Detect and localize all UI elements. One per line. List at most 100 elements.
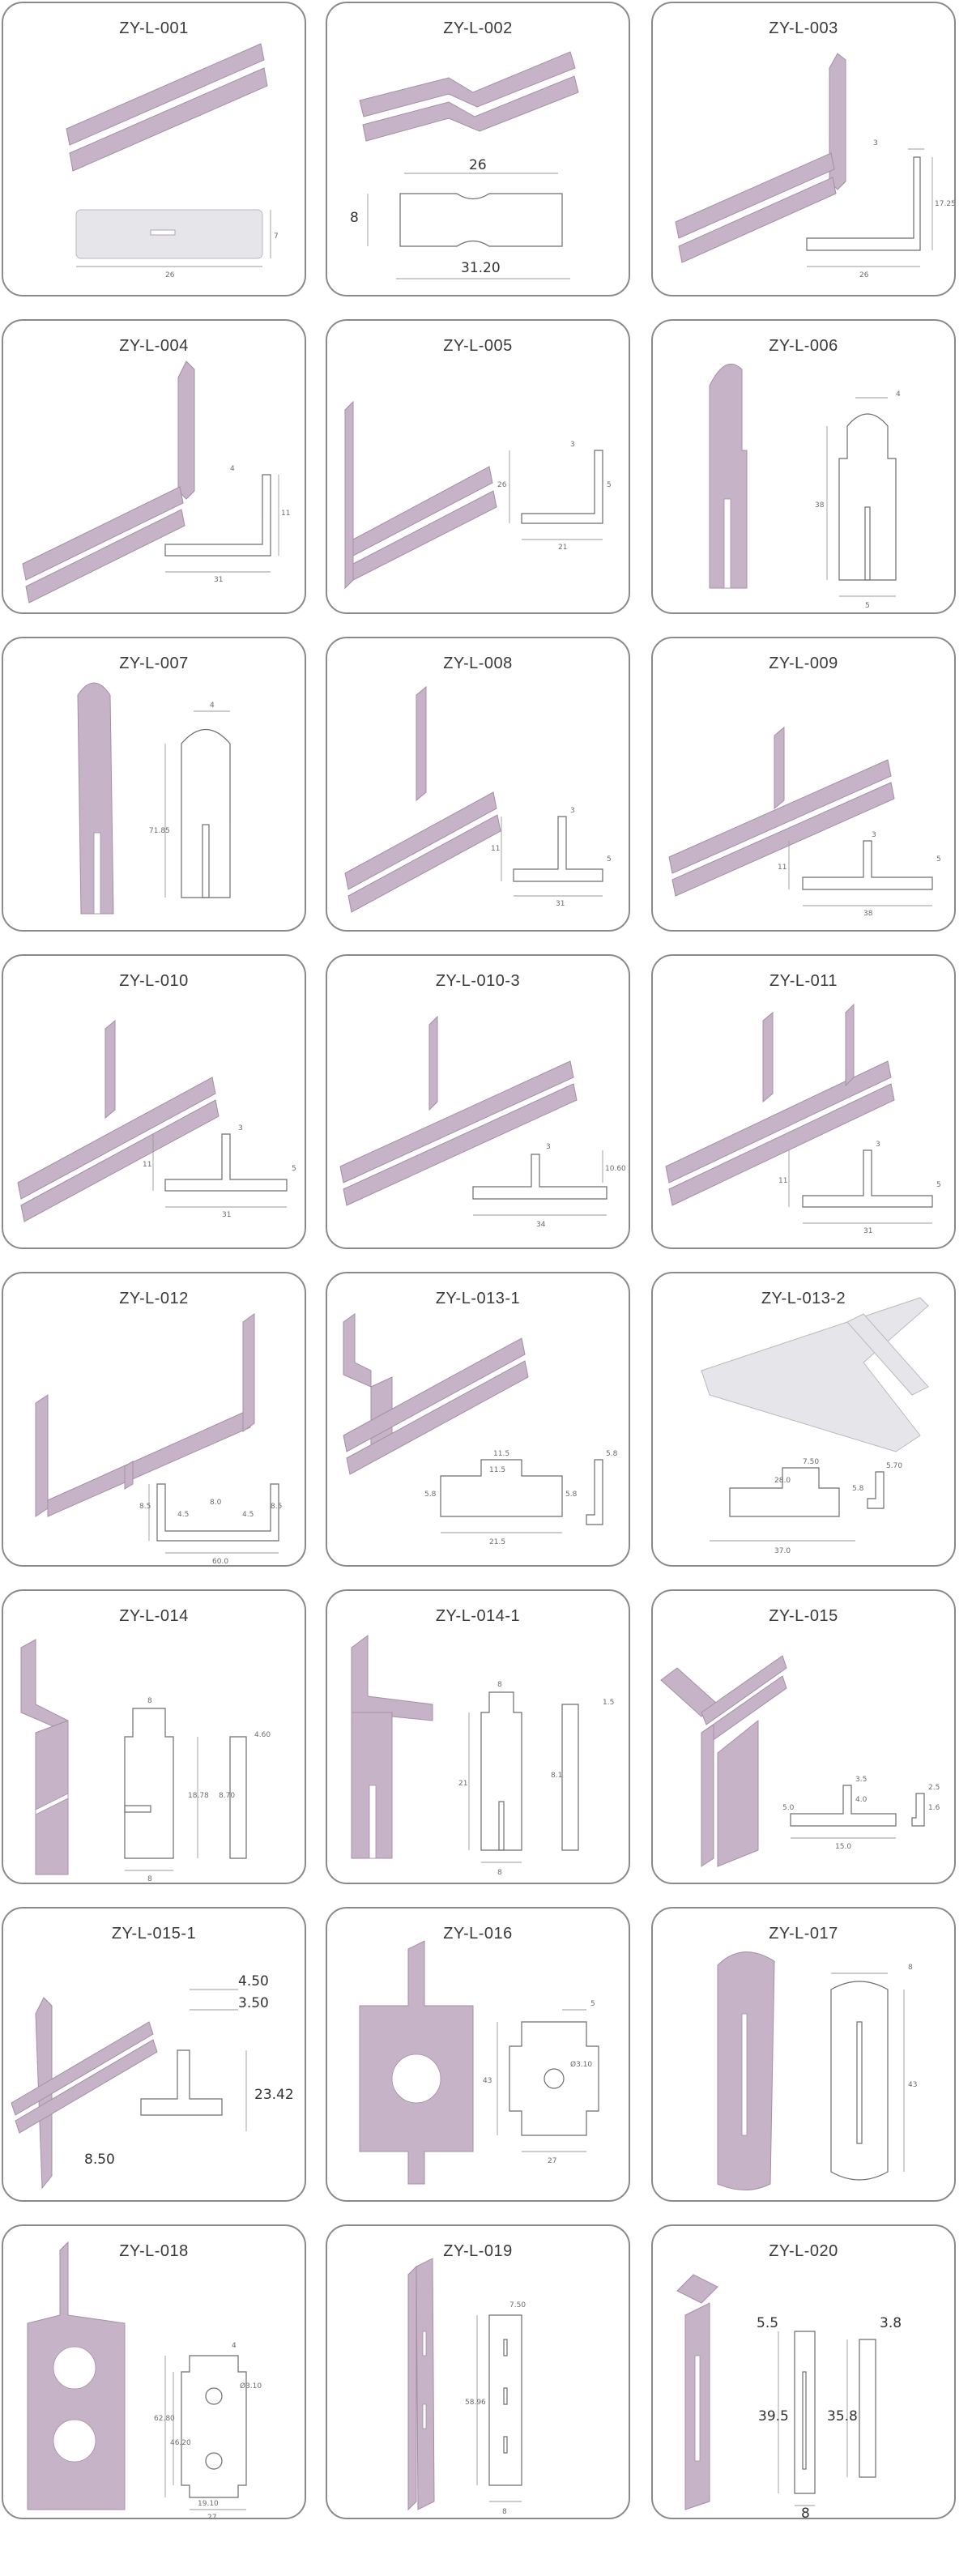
dimension-label: 35.8 <box>827 2408 858 2425</box>
product-card-zy-l-014[interactable]: ZY-L-014 8 4.60 18.78 8.70 8 <box>2 1589 306 1884</box>
product-code: ZY-L-017 <box>769 1925 838 1943</box>
product-drawing: 3 17.25 26 <box>675 53 956 279</box>
dimension-label: 8 <box>497 1681 502 1689</box>
dimension-label: 4 <box>210 702 215 710</box>
dimension-label: 31.20 <box>461 260 501 276</box>
product-code: ZY-L-011 <box>769 972 838 990</box>
dimension-label: 17.25 <box>935 200 956 208</box>
dimension-label: 46.20 <box>170 2439 191 2447</box>
product-card-zy-l-012[interactable]: ZY-L-012 8.5 4.5 8.0 4.5 8.5 60.0 <box>2 1272 306 1567</box>
product-drawing: 8 43 <box>717 1951 917 2190</box>
dimension-label: 26 <box>469 157 487 173</box>
product-card-zy-l-013-2[interactable]: ZY-L-013-2 7.50 28.0 37.0 5.70 5.8 <box>651 1272 956 1567</box>
dimension-label: 3 <box>570 441 575 449</box>
dimension-label: 8 <box>801 2506 810 2519</box>
product-drawing: 3.5 4.0 5.0 15.0 2.5 1.6 <box>660 1655 940 1867</box>
product-card-zy-l-020[interactable]: ZY-L-020 5.5 3.8 39.5 35.8 8 <box>651 2224 956 2519</box>
dimension-label: 8.70 <box>219 1792 235 1800</box>
product-drawing: 26 7 <box>66 43 279 279</box>
dimension-label: 3 <box>873 139 878 147</box>
product-card-zy-l-014-1[interactable]: ZY-L-014-1 8 1.5 21 8.1 8 <box>326 1589 630 1884</box>
product-card-zy-l-017[interactable]: ZY-L-017 8 43 <box>651 1907 956 2202</box>
dimension-label: 62.80 <box>154 2415 175 2423</box>
dimension-label: 11 <box>281 510 290 518</box>
product-card-zy-l-016[interactable]: ZY-L-016 5 43 Ø3.10 27 <box>326 1907 630 2202</box>
product-card-zy-l-001[interactable]: ZY-L-001 26 7 <box>2 2 306 296</box>
product-code: ZY-L-010 <box>119 972 189 990</box>
product-code: ZY-L-005 <box>443 337 513 355</box>
dimension-label: 5 <box>865 602 870 610</box>
product-drawing: 11.5 11.5 5.8 5.8 21.5 5.8 <box>343 1313 618 1546</box>
dimension-label: 5 <box>936 1181 941 1189</box>
dimension-label: 5.8 <box>606 1450 618 1458</box>
dimension-label: 31 <box>214 576 223 584</box>
dimension-label: 21 <box>458 1780 467 1788</box>
product-code: ZY-L-013-2 <box>761 1290 846 1307</box>
dimension-label: 3 <box>570 807 575 815</box>
dimension-label: 8 <box>147 1875 152 1883</box>
product-card-zy-l-018[interactable]: ZY-L-018 4 62.80 46.20 Ø3.10 19.10 27 <box>2 2224 306 2519</box>
product-card-zy-l-007[interactable]: ZY-L-007 4 71.85 <box>2 637 306 932</box>
dimension-label: 5 <box>590 2000 595 2008</box>
product-drawing: 4 71.85 <box>77 682 231 915</box>
product-drawing: 3 11 5 31 <box>17 1019 296 1222</box>
dimension-label: 31 <box>222 1211 231 1219</box>
product-card-zy-l-002[interactable]: ZY-L-002 26 8 31.20 <box>326 2 630 296</box>
dimension-label: 34 <box>536 1221 546 1229</box>
product-code: ZY-L-014 <box>119 1607 189 1625</box>
product-code: ZY-L-004 <box>119 337 189 355</box>
product-code: ZY-L-012 <box>119 1290 189 1307</box>
dimension-label: 28.0 <box>774 1477 791 1485</box>
dimension-label: 7.50 <box>803 1458 819 1466</box>
dimension-label: 8 <box>908 1964 913 1972</box>
product-code: ZY-L-003 <box>769 19 838 37</box>
dimension-label: 23.42 <box>254 2087 294 2103</box>
product-card-zy-l-011[interactable]: ZY-L-011 3 11 5 31 <box>651 954 956 1249</box>
product-code: ZY-L-008 <box>443 655 513 672</box>
dimension-label: 4.60 <box>254 1731 271 1739</box>
product-drawing: 26 8 31.20 <box>350 51 579 279</box>
dimension-label: 1.6 <box>928 1804 940 1812</box>
dimension-label: 4.50 <box>238 1973 269 1990</box>
product-drawing: 8.5 4.5 8.0 4.5 8.5 60.0 <box>35 1313 282 1566</box>
product-card-zy-l-003[interactable]: ZY-L-003 3 17.25 26 <box>651 2 956 296</box>
dimension-label: 4 <box>230 465 235 473</box>
product-card-zy-l-015-1[interactable]: ZY-L-015-1 4.50 3.50 23.42 8.50 <box>2 1907 306 2202</box>
dimension-label: 60.0 <box>212 1558 228 1566</box>
product-drawing: 7.50 28.0 37.0 5.70 5.8 <box>701 1297 929 1555</box>
dimension-label: 10.60 <box>605 1165 626 1173</box>
dimension-label: 8 <box>147 1697 152 1705</box>
product-code: ZY-L-013-1 <box>435 1290 521 1307</box>
dimension-label: 4.0 <box>855 1796 868 1804</box>
product-code: ZY-L-001 <box>119 19 189 37</box>
product-drawing: 3 26 5 21 <box>344 400 612 590</box>
product-card-zy-l-010-3[interactable]: ZY-L-010-3 3 10.60 34 <box>326 954 630 1249</box>
product-card-zy-l-006[interactable]: ZY-L-006 4 38 5 <box>651 319 956 614</box>
product-card-zy-l-013-1[interactable]: ZY-L-013-1 11.5 11.5 5.8 5.8 21.5 5.8 <box>326 1272 630 1567</box>
product-card-zy-l-010[interactable]: ZY-L-010 3 11 5 31 <box>2 954 306 1249</box>
product-card-zy-l-004[interactable]: ZY-L-004 4 11 31 <box>2 319 306 614</box>
dimension-label: 3 <box>238 1124 243 1132</box>
product-code: ZY-L-015 <box>769 1607 838 1625</box>
dimension-label: 15.0 <box>835 1843 851 1851</box>
dimension-label: 3 <box>872 831 876 839</box>
product-drawing: 3 11 5 38 <box>668 726 941 918</box>
dimension-label: 18.78 <box>188 1792 209 1800</box>
product-card-zy-l-019[interactable]: ZY-L-019 7.50 58.96 8 <box>326 2224 630 2519</box>
dimension-label: 31 <box>556 900 565 908</box>
dimension-label: 5 <box>607 481 612 489</box>
product-drawing: 4.50 3.50 23.42 8.50 <box>11 1973 294 2190</box>
product-code: ZY-L-020 <box>769 2242 838 2260</box>
product-drawing: 3 11 5 31 <box>665 1003 941 1235</box>
product-card-zy-l-009[interactable]: ZY-L-009 3 11 5 38 <box>651 637 956 932</box>
dimension-label: 4 <box>896 390 901 399</box>
product-card-zy-l-008[interactable]: ZY-L-008 3 11 5 31 <box>326 637 630 932</box>
dimension-label: 3.5 <box>855 1776 867 1784</box>
dimension-label: 5.8 <box>424 1491 437 1499</box>
product-card-zy-l-005[interactable]: ZY-L-005 3 26 5 21 <box>326 319 630 614</box>
product-card-zy-l-015[interactable]: ZY-L-015 3.5 4.0 5.0 15.0 2.5 1.6 <box>651 1589 956 1884</box>
dimension-label: 58.96 <box>465 2399 486 2407</box>
dimension-label: 27 <box>207 2514 216 2519</box>
dimension-label: 2.5 <box>928 1784 940 1792</box>
